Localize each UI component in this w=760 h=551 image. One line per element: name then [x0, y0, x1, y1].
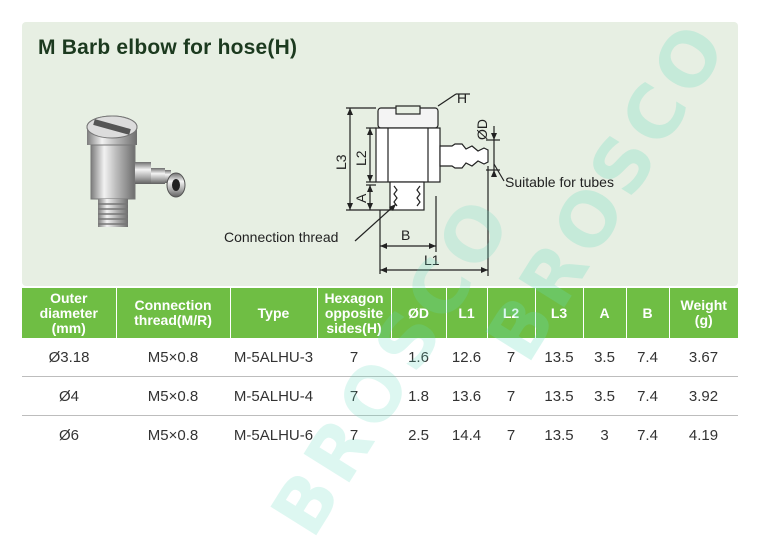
product-photo — [86, 115, 186, 227]
column-header-line: L1 — [458, 304, 475, 321]
table-cell: 13.5 — [535, 376, 583, 416]
column-header-line: Hexagon — [324, 289, 384, 306]
column-header-line: thread(M/R) — [134, 312, 212, 328]
table-cell: 3.5 — [583, 376, 626, 416]
table-cell: M5×0.8 — [116, 338, 230, 377]
column-header-line: diameter — [39, 304, 98, 321]
column-header: ØD — [391, 288, 447, 338]
column-header-line: opposite — [324, 304, 384, 321]
callout-tubes: Suitable for tubes — [505, 174, 614, 190]
dim-l3-label: L3 — [333, 154, 349, 170]
column-header-line: (g) — [694, 312, 713, 328]
table-cell: M5×0.8 — [116, 376, 230, 416]
column-header-line: Weight — [680, 297, 727, 313]
table-row: Ø6 M5×0.8 M-5ALHU-6 7 2.5 14.4 7 13.5 3 7.4 4.19 — [22, 416, 738, 455]
column-header-line: (mm) — [51, 319, 86, 336]
table-cell: 12.6 — [446, 338, 487, 377]
column-header-line: Connection — [134, 297, 212, 313]
page-title: M Barb elbow for hose(H) — [38, 36, 298, 59]
table-cell: 7 — [349, 426, 359, 444]
table-cell: 4.19 — [688, 426, 719, 444]
column-header: A — [583, 288, 627, 338]
table-cell: M-5ALHU-3 — [230, 338, 317, 377]
table-cell: 7 — [487, 338, 535, 377]
table-cell: 3.92 — [669, 376, 738, 416]
table-cell: M-5ALHU-6 — [233, 426, 314, 444]
table-cell: 7 — [506, 426, 516, 444]
table-cell: 13.5 — [544, 426, 574, 444]
table-cell: 7 — [317, 338, 391, 377]
column-header: Type — [230, 288, 318, 338]
table-cell: 7.4 — [637, 426, 658, 444]
dim-h-label: H — [457, 90, 467, 106]
table-cell: 2.5 — [408, 426, 429, 444]
table-cell: 3 — [600, 426, 609, 444]
column-header: L3 — [535, 288, 584, 338]
column-header: Weight(g) — [669, 288, 738, 338]
table-cell: 7.4 — [626, 338, 669, 377]
table-cell: 7.4 — [626, 376, 669, 416]
column-header-line: Outer — [50, 289, 88, 306]
table-cell: 13.5 — [535, 338, 583, 377]
table-cell: Ø4 — [22, 376, 116, 416]
column-header: L2 — [487, 288, 536, 338]
table-cell: Ø6 — [58, 426, 79, 444]
dim-l2-label: L2 — [353, 150, 369, 166]
table-cell: 3.5 — [583, 338, 626, 377]
column-header-line: A — [599, 304, 610, 321]
column-header-line: B — [642, 304, 653, 321]
table-cell: 1.6 — [391, 338, 446, 377]
dimension-drawing: H ØD L3 L2 A B L1 Suitable for tubes Con… — [224, 90, 614, 276]
column-header: L1 — [446, 288, 488, 338]
column-header: B — [626, 288, 670, 338]
table-cell: 14.4 — [451, 426, 482, 444]
table-cell: 7 — [317, 376, 391, 416]
table-cell: M-5ALHU-4 — [230, 376, 317, 416]
table-cell: 13.6 — [446, 376, 487, 416]
callout-thread: Connection thread — [224, 229, 338, 245]
dim-d-label: ØD — [474, 119, 490, 140]
table-cell: 3.67 — [669, 338, 738, 377]
table-cell: Ø3.18 — [22, 338, 116, 377]
table-cell: 1.8 — [391, 376, 446, 416]
dim-b-label: B — [401, 227, 410, 243]
dim-l1-label: L1 — [424, 252, 440, 268]
table-cell: M5×0.8 — [147, 426, 199, 444]
column-header-line: ØD — [408, 304, 429, 321]
dim-a-label: A — [353, 193, 369, 203]
column-header-line: sides(H) — [326, 319, 382, 336]
column-header-line: L3 — [550, 304, 568, 321]
table-cell: 7 — [487, 376, 535, 416]
column-header-line: Type — [257, 304, 290, 321]
column-header-line: L2 — [502, 304, 520, 321]
